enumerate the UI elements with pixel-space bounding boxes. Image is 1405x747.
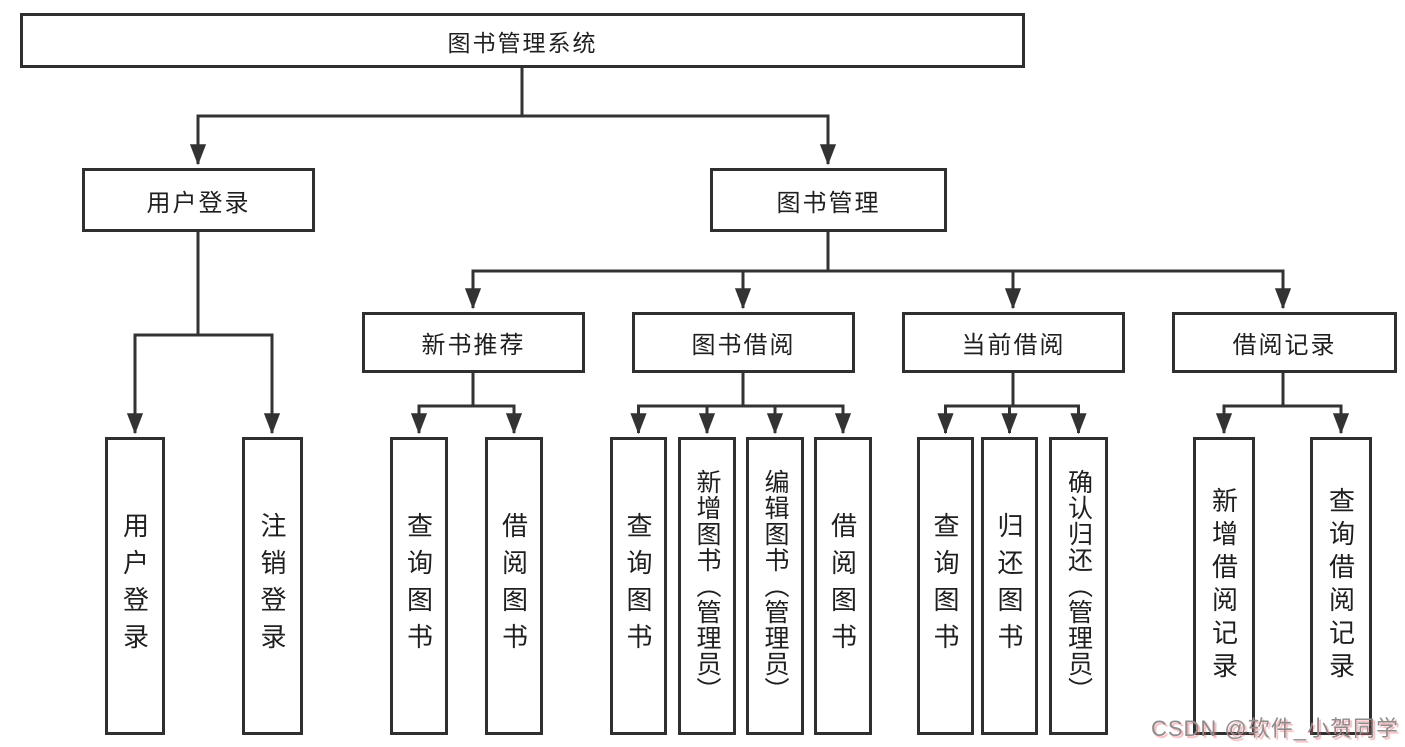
node-root-label: 图书管理系统 bbox=[447, 29, 598, 56]
node-book-management-label: 图书管理 bbox=[776, 189, 881, 217]
leaf-query-books-current: 查询图书 bbox=[917, 437, 974, 735]
leaf-edit-books-admin: 编辑图书（管理员） bbox=[746, 437, 804, 735]
leaf-logout-label: 注销登录 bbox=[257, 512, 287, 660]
node-user-login: 用户登录 bbox=[82, 168, 315, 232]
leaf-confirm-return-admin: 确认归还（管理员） bbox=[1049, 437, 1108, 735]
leaf-borrow-books-label: 借阅图书 bbox=[827, 512, 858, 660]
node-new-book-recommend-label: 新书推荐 bbox=[421, 332, 526, 359]
node-book-management: 图书管理 bbox=[710, 168, 947, 232]
leaf-edit-books-admin-label: 编辑图书（管理员） bbox=[761, 469, 789, 703]
edge-group-root bbox=[189, 68, 837, 166]
edge-group-user-login bbox=[126, 232, 281, 435]
leaf-add-borrow-record-label: 新增借阅记录 bbox=[1208, 487, 1239, 685]
leaf-query-books-borrow-label: 查询图书 bbox=[623, 512, 653, 660]
edge-group-new-book-recommend bbox=[410, 373, 523, 435]
node-user-login-label: 用户登录 bbox=[146, 189, 251, 217]
node-borrow-records-label: 借阅记录 bbox=[1232, 332, 1337, 359]
node-book-borrow-label: 图书借阅 bbox=[691, 332, 796, 359]
leaf-query-books-recommend: 查询图书 bbox=[390, 437, 448, 735]
leaf-user-login-label: 用户登录 bbox=[119, 512, 150, 660]
leaf-add-books-admin: 新增图书（管理员） bbox=[678, 437, 736, 735]
leaf-add-books-admin-label: 新增图书（管理员） bbox=[693, 469, 721, 703]
leaf-query-borrow-record: 查询借阅记录 bbox=[1310, 437, 1372, 735]
leaf-return-books-label: 归还图书 bbox=[994, 512, 1024, 660]
leaf-add-borrow-record: 新增借阅记录 bbox=[1193, 437, 1255, 735]
edge-group-current-borrow bbox=[937, 373, 1087, 435]
node-current-borrow: 当前借阅 bbox=[902, 312, 1125, 373]
node-new-book-recommend: 新书推荐 bbox=[362, 312, 585, 373]
node-root: 图书管理系统 bbox=[20, 13, 1025, 68]
edge-group-borrow-records bbox=[1215, 373, 1350, 435]
leaf-query-books-recommend-label: 查询图书 bbox=[403, 512, 434, 660]
leaf-user-login: 用户登录 bbox=[105, 437, 165, 735]
leaf-borrow-books: 借阅图书 bbox=[814, 437, 872, 735]
edge-group-book-management bbox=[464, 232, 1292, 310]
edge-group-book-borrow bbox=[630, 373, 852, 435]
leaf-confirm-return-admin-label: 确认归还（管理员） bbox=[1064, 469, 1093, 703]
leaf-borrow-books-recommend: 借阅图书 bbox=[485, 437, 543, 735]
leaf-borrow-books-recommend-label: 借阅图书 bbox=[498, 512, 529, 660]
leaf-query-books-borrow: 查询图书 bbox=[610, 437, 667, 735]
node-book-borrow: 图书借阅 bbox=[632, 312, 855, 373]
leaf-query-books-current-label: 查询图书 bbox=[930, 512, 960, 660]
node-current-borrow-label: 当前借阅 bbox=[961, 332, 1066, 359]
leaf-query-borrow-record-label: 查询借阅记录 bbox=[1325, 487, 1356, 685]
leaf-logout: 注销登录 bbox=[242, 437, 303, 735]
csdn-watermark: CSDN @软件_小贺同学 bbox=[1150, 716, 1399, 741]
node-borrow-records: 借阅记录 bbox=[1172, 312, 1397, 373]
leaf-return-books: 归还图书 bbox=[981, 437, 1038, 735]
